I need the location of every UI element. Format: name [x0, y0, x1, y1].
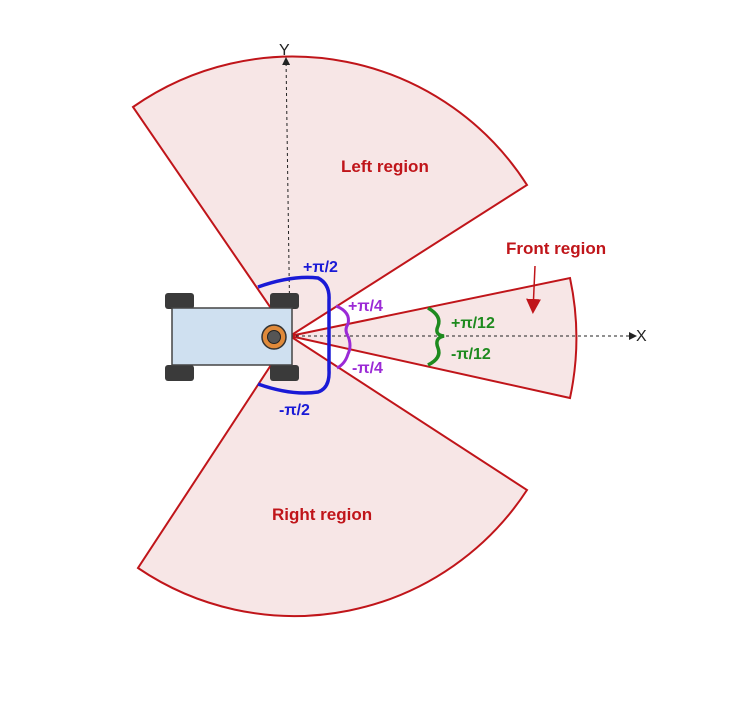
front-region-arrow	[526, 265, 542, 314]
robot-wheel-back-right	[270, 365, 299, 381]
quarter-pi-arc	[335, 304, 352, 370]
front-region-sector	[289, 276, 578, 400]
x-axis-label: X	[636, 328, 647, 345]
robot	[165, 293, 299, 381]
y-axis-label: Y	[279, 42, 290, 59]
angle-plus-twelfth-pi: +π/12	[451, 315, 495, 332]
right-region-sector	[136, 334, 529, 618]
right-region-label: Right region	[272, 505, 372, 524]
angle-minus-half-pi: -π/2	[279, 402, 310, 419]
robot-wheel-back-left	[165, 365, 194, 381]
front-region-label: Front region	[506, 239, 606, 258]
angle-plus-half-pi: +π/2	[303, 259, 338, 276]
left-region-sector	[131, 55, 529, 338]
twelfth-pi-brace	[427, 306, 445, 367]
angle-minus-twelfth-pi: -π/12	[451, 346, 491, 363]
robot-wheel-front-right	[270, 293, 299, 309]
robot-wheel-front-left	[165, 293, 194, 309]
sensor-core	[267, 330, 281, 344]
left-region-label: Left region	[341, 157, 429, 176]
angle-plus-quarter-pi: +π/4	[348, 298, 383, 315]
y-axis	[282, 57, 291, 337]
half-pi-arc	[257, 275, 331, 395]
angle-minus-quarter-pi: -π/4	[352, 360, 383, 377]
